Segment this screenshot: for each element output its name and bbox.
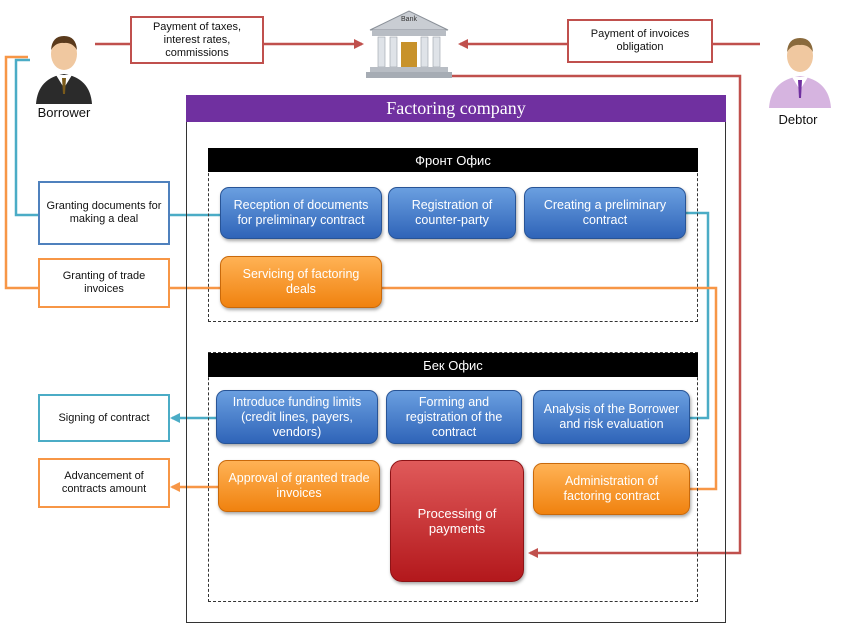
processing-payments-box: Processing of payments	[390, 460, 524, 582]
advancement-note: Advancement of contracts amount	[38, 458, 170, 508]
borrower-label: Borrower	[37, 105, 91, 120]
back-office-title: Бек Офис	[208, 353, 698, 377]
back-office-frame	[208, 352, 698, 602]
analysis-box: Analysis of the Borrower and risk evalua…	[533, 390, 690, 444]
reception-box: Reception of documents for preliminary c…	[220, 187, 382, 239]
factoring-company-title: Factoring company	[186, 95, 726, 122]
invoices-obligation-note: Payment of invoices obligation	[567, 19, 713, 63]
funding-limits-box: Introduce funding limits (credit lines, …	[216, 390, 378, 444]
administration-box: Administration of factoring contract	[533, 463, 690, 515]
signing-contract-note: Signing of contract	[38, 394, 170, 442]
servicing-to-admin-line	[382, 286, 718, 491]
borrower-icon	[36, 36, 92, 104]
debtor-icon	[769, 38, 831, 108]
forming-contract-box: Forming and registration of the contract	[386, 390, 522, 444]
taxes-note: Payment of taxes, interest rates, commis…	[130, 16, 264, 64]
granting-documents-note: Granting documents for making a deal	[38, 181, 170, 245]
approval-box: Approval of granted trade invoices	[218, 460, 380, 512]
bank-to-processing-arrow	[450, 74, 742, 558]
registration-box: Registration of counter-party	[388, 187, 516, 239]
bank-icon	[366, 10, 452, 78]
bank-sign: Bank	[401, 16, 417, 23]
servicing-box: Servicing of factoring deals	[220, 256, 382, 308]
granting-invoices-note: Granting of trade invoices	[38, 258, 170, 308]
debtor-label: Debtor	[778, 112, 818, 127]
creating-contract-box: Creating a preliminary contract	[524, 187, 686, 239]
front-office-title: Фронт Офис	[208, 148, 698, 172]
